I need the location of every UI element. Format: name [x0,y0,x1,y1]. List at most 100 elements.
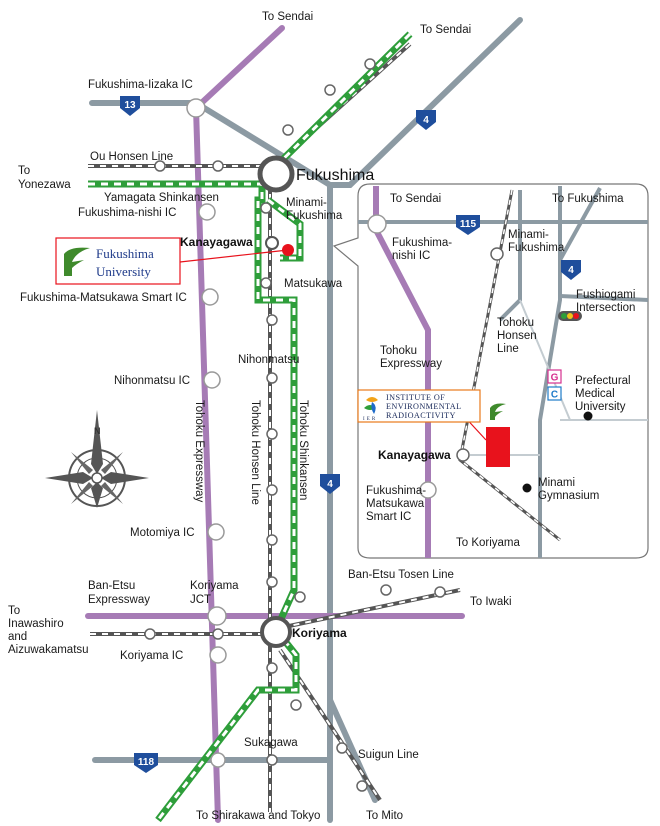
inset-nishi-ic-marker [367,214,387,234]
tohoku-shinkansen-label: Tohoku Shinkansen [297,400,309,500]
inset-kanayagawa-label: Kanayagawa [378,448,451,462]
svg-text:4: 4 [327,479,333,490]
sukagawa-label: Sukagawa [244,737,298,749]
minami-fukushima-station [260,202,272,214]
to-mito-label: To Mito [366,810,403,822]
rail-station-4 [266,534,278,546]
shinkansen-lines [88,31,413,823]
motomiya-ic-label: Motomiya IC [130,527,195,539]
ier-text-line2: ENVIRONMENTAL [386,402,462,411]
ier-text-line1: INSTITUTE OF [386,393,445,402]
university-pointer-line [179,249,289,263]
inset-to-koriyama-label: To Koriyama [456,537,521,549]
ban-etsu-station-3 [294,591,306,603]
minami-fukushima-label: Minami-Fukushima [286,197,343,222]
suigun-line-label: Suigun Line [358,749,419,761]
inset-nishi-ic-label: Fukushima-nishi IC [392,237,452,262]
svg-text:4: 4 [423,115,429,126]
route-118-shield: 118 [134,753,158,773]
ier-text-line3: RADIOACTIVITY [386,411,456,420]
university-emblem [64,247,90,276]
svg-text:4: 4 [568,265,574,276]
fushiogami-signal-icon [558,311,582,321]
inset-kanayagawa-station [456,448,470,462]
route-13-shield: 13 [120,96,140,116]
inset-route-4 [538,186,562,558]
fukushima-station-label: Fukushima [296,167,374,184]
rail-station-6 [266,662,278,674]
svg-text:118: 118 [138,757,155,768]
fukushima-station-marker [257,155,295,193]
inset-road-ne [558,187,602,261]
ban-etsu-tosen-label: Ban-Etsu Tosen Line [348,569,454,581]
yamagata-shinkansen-label: Yamagata Shinkansen [104,192,219,204]
ier-small-text: I E R [363,417,376,422]
fukushima-university-logo: Fukushima University [55,237,181,285]
suigun-station-2 [336,742,348,754]
route-4-shield-north: 4 [416,110,436,130]
nihonmatsu-label: Nihonmatsu [238,354,299,366]
route-4-road-ne [327,17,523,188]
inset-tohoku-expressway [373,186,431,558]
ier-logo: INSTITUTE OF ENVIRONMENTAL RADIOACTIVITY… [357,389,481,423]
univ-name-line2: University [96,264,151,279]
to-sendai-ne-label: To Sendai [420,24,471,36]
inset-smart-ic-marker [419,481,437,499]
compass-rose: N [45,410,149,508]
ban-etsu-station-1 [380,584,392,596]
svg-text:G: G [551,373,559,384]
smart-ic-label: Fukushima-Matsukawa Smart IC [20,292,187,304]
inset-to-sendai-label: To Sendai [390,193,441,205]
to-iwaki-label: To Iwaki [470,596,512,608]
suigun-station-1 [290,699,302,711]
ou-station-1 [154,160,166,172]
tohoku-expressway-label: Tohoku Expressway [193,400,205,503]
inset-minami-fukushima-label: Minami-Fukushima [508,229,565,254]
minami-gymnasium-marker [522,483,532,493]
ne-station-1 [282,124,294,136]
ou-station-2 [212,160,224,172]
rail-station-1 [266,314,278,326]
ne-station-2 [324,84,336,96]
koriyama-ic-label: Koriyama IC [120,650,183,662]
prefectural-medical-marker [583,411,593,421]
inset-minami-fukushima-station [490,247,504,261]
route-4-shield-south: 4 [320,474,340,494]
to-sendai-north-label: To Sendai [262,11,313,23]
g-badge: G [547,369,562,384]
svg-text:C: C [551,390,558,401]
univ-name-line1: Fukushima [96,246,154,261]
inset-road-east [559,294,649,302]
rail-station-2 [266,428,278,440]
koriyama-station-label: Koriyama [292,626,347,640]
nihonmatsu-ic-label: Nihonmatsu IC [114,375,190,387]
sukagawa-road-marker [210,752,226,768]
smart-ic-marker [201,288,219,306]
compass-north-label: N [94,426,101,436]
nishi-ic-label: Fukushima-nishi IC [78,207,176,219]
ne-station-3 [364,58,376,70]
iizaka-ic-marker [186,98,206,118]
conventional-rail [88,42,461,812]
ban-etsu-west-station-2 [144,628,156,640]
mito-station [356,780,368,792]
ier-building [486,427,510,467]
inset-university-emblem [490,403,506,420]
motomiya-ic-marker [207,523,225,541]
ban-etsu-west-station-1 [212,628,224,640]
tohoku-honsen-label: Tohoku Honsen Line [249,400,261,505]
ic-markers [186,98,227,768]
inset-map: 115 4 INSTITUTE OF ENVIRONMENTAL RADIOAC… [332,183,649,559]
ou-honsen-label: Ou Honsen Line [90,151,173,163]
to-shirakawa-label: To Shirakawa and Tokyo [196,810,320,822]
rail-station-3 [266,484,278,496]
